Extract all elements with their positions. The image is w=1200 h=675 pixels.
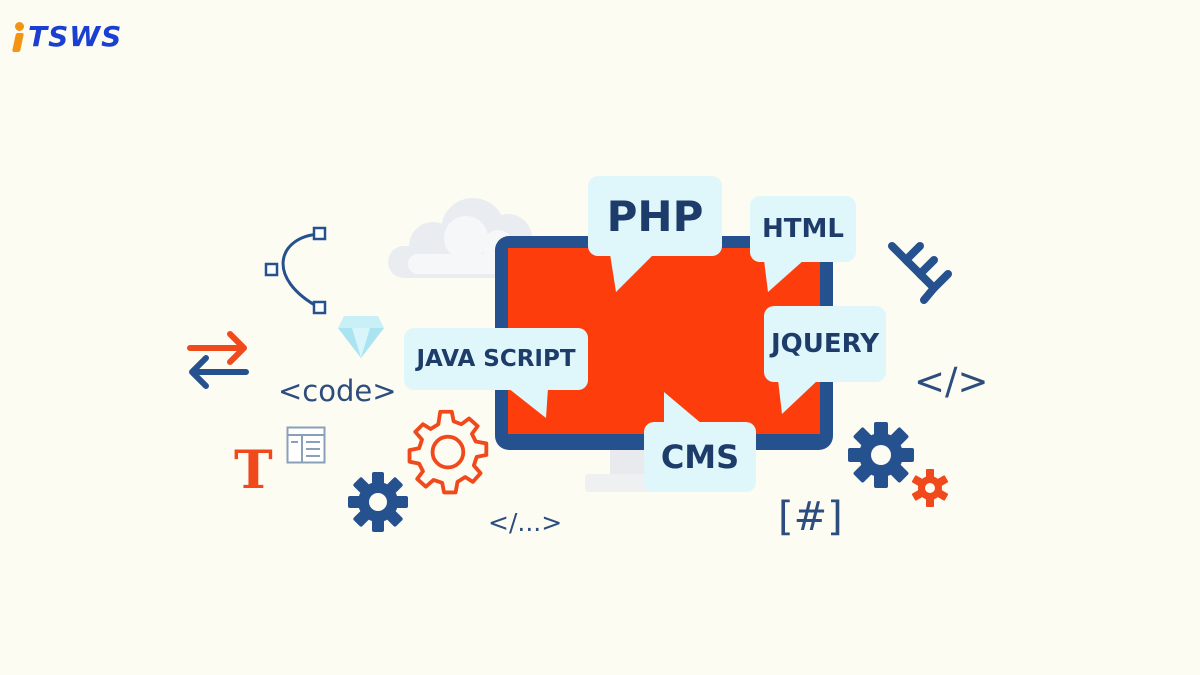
- gear-small-icon: [911, 469, 949, 507]
- jquery-bubble: JQUERY: [764, 306, 886, 382]
- gear-large-icon: [848, 422, 914, 488]
- javascript-label: JAVA SCRIPT: [416, 346, 576, 372]
- code-tag-text: <code>: [278, 374, 397, 408]
- html-bubble: HTML: [750, 196, 856, 262]
- html-bubble-tail: [764, 260, 804, 292]
- javascript-bubble: JAVA SCRIPT: [404, 328, 588, 390]
- layout-icon: [286, 426, 326, 464]
- cms-label: CMS: [660, 438, 740, 476]
- swap-arrows-icon: [187, 331, 249, 389]
- jquery-label: JQUERY: [770, 329, 880, 359]
- logo-i-mark: [11, 22, 26, 52]
- jquery-bubble-tail: [778, 380, 818, 414]
- php-bubble-tail: [610, 254, 654, 292]
- cms-bubble: CMS: [644, 422, 756, 492]
- html-label: HTML: [762, 214, 844, 244]
- php-label: PHP: [606, 191, 704, 241]
- gear-icon: [348, 472, 408, 532]
- diamond-icon: [338, 316, 384, 358]
- javascript-bubble-tail: [508, 388, 548, 418]
- logo-wordmark: TSWS: [28, 20, 123, 53]
- gear-outline-icon: [407, 409, 489, 495]
- hash-tag-text: [#]: [778, 494, 843, 540]
- chain-link-icon: [888, 242, 952, 304]
- text-tool-t: T: [234, 440, 273, 501]
- php-bubble: PHP: [588, 176, 722, 256]
- cms-bubble-tail: [664, 392, 702, 424]
- itsws-logo[interactable]: TSWS: [11, 20, 123, 53]
- ellipsis-tag-text: </...>: [488, 508, 563, 537]
- bezier-curve-icon: [264, 226, 327, 315]
- close-tag-text: </>: [914, 360, 989, 403]
